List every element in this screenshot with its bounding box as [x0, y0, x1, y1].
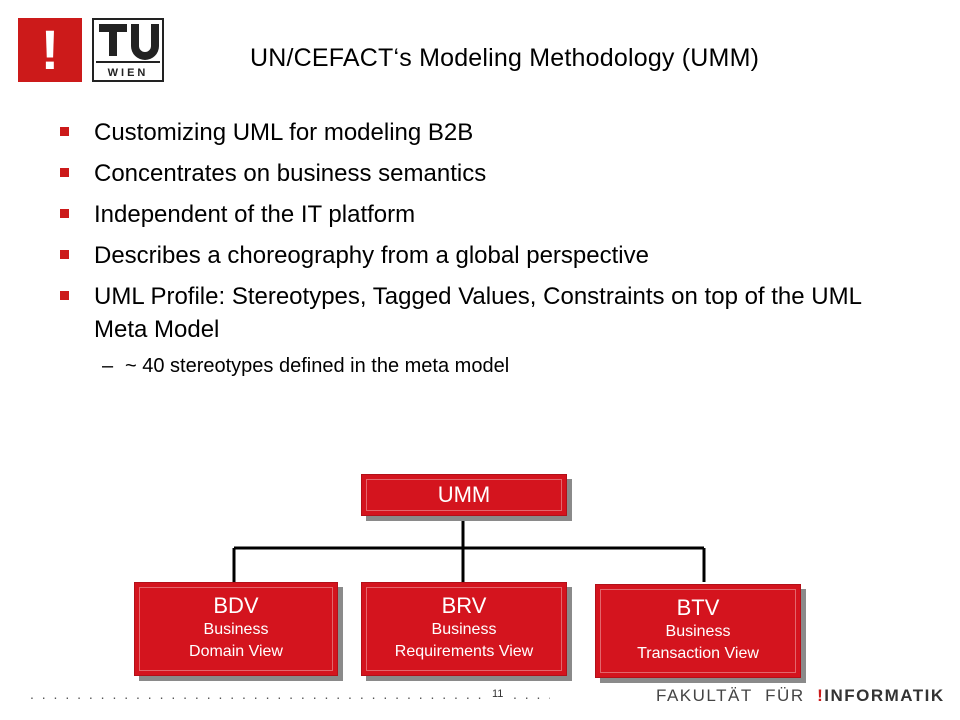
node-label: UMM: [437, 482, 491, 507]
node-abbr: BDV: [213, 593, 259, 618]
brand-informatik: INFORMATIK: [824, 686, 945, 705]
bullet-text: Concentrates on business semantics: [94, 160, 487, 187]
logo-exclamation-mark: !: [40, 18, 60, 81]
node-abbr: BTV: [676, 595, 720, 620]
brand-fuer: FÜR: [765, 686, 805, 705]
tu-wien-text: WIEN: [108, 67, 149, 79]
slide-title: UN/CEFACT‘s Modeling Methodology (UMM): [250, 44, 760, 72]
bullet-square-icon: [60, 250, 69, 259]
bullet-text: Independent of the IT platform: [94, 201, 416, 228]
tu-exclamation-logo: !: [18, 18, 82, 82]
node-line2: Requirements View: [394, 643, 534, 660]
bullet-item: Concentrates on business semantics: [60, 157, 920, 190]
diagram-node-brv: BRV Business Requirements View: [361, 582, 567, 676]
bullet-text: Customizing UML for modeling B2B: [94, 119, 474, 146]
bullet-square-icon: [60, 168, 69, 177]
node-abbr: BRV: [441, 593, 487, 618]
sub-bullet-dash: –: [102, 355, 114, 377]
node-line1: Business: [431, 621, 497, 638]
bullet-item: Customizing UML for modeling B2B: [60, 116, 920, 149]
node-line2: Domain View: [189, 643, 283, 660]
node-line2: Transaction View: [637, 645, 759, 662]
bullet-text: Describes a choreography from a global p…: [94, 242, 649, 269]
diagram-node-bdv: BDV Business Domain View: [134, 582, 338, 676]
sub-bullet-item: – ~ 40 stereotypes defined in the meta m…: [60, 352, 920, 380]
node-line1: Business: [203, 621, 269, 638]
sub-bullet-text: ~ 40 stereotypes defined in the meta mod…: [125, 355, 510, 377]
bullet-square-icon: [60, 209, 69, 218]
bullet-square-icon: [60, 291, 69, 300]
node-line1: Business: [665, 623, 731, 640]
brand-fakultaet: FAKULTÄT: [656, 686, 753, 705]
bullet-list: Customizing UML for modeling B2B Concent…: [60, 116, 920, 380]
diagram-node-umm: UMM: [361, 474, 567, 516]
brand-exclamation: !: [817, 686, 825, 705]
page-number: 11: [490, 688, 506, 700]
bullet-item: UML Profile: Stereotypes, Tagged Values,…: [60, 280, 920, 346]
bullet-text: UML Profile: Stereotypes, Tagged Values,…: [94, 283, 862, 343]
bullet-square-icon: [60, 127, 69, 136]
bullet-item: Independent of the IT platform: [60, 198, 920, 231]
tu-wien-logo: WIEN: [92, 18, 164, 82]
bullet-item: Describes a choreography from a global p…: [60, 239, 920, 272]
faculty-brand: FAKULTÄT FÜR !INFORMATIK: [656, 686, 945, 706]
diagram-node-btv: BTV Business Transaction View: [595, 584, 801, 678]
footer-dotted-line: . . . . . . . . . . . . . . . . . . . . …: [30, 686, 550, 700]
